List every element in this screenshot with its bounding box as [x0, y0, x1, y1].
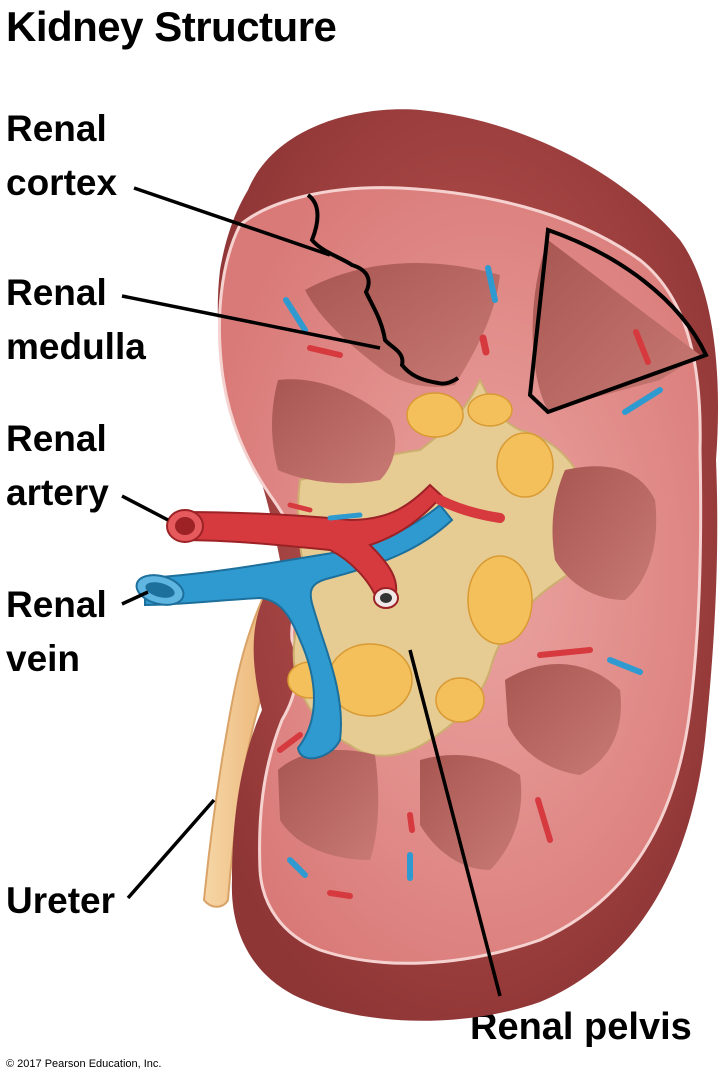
leader-line-ureter: [126, 798, 216, 900]
leader-line-medulla: [121, 294, 381, 350]
renal-artery-label: Renal artery: [6, 412, 109, 520]
renal-vein-label-line1: Renal: [6, 584, 107, 625]
renal-medulla-label-line1: Renal: [6, 272, 107, 313]
renal-medulla-label-line2: medulla: [6, 326, 146, 367]
leader-line-cortex: [133, 186, 331, 257]
cortex-bracket: [306, 193, 460, 386]
leader-line-pelvis: [408, 649, 502, 997]
leader-line-artery: [121, 494, 169, 522]
renal-sinus-fat: [287, 392, 554, 723]
renal-artery-label-line2: artery: [6, 472, 109, 513]
renal-pelvis-label: Renal pelvis: [470, 1006, 692, 1048]
kidney-illustration: [121, 109, 719, 1021]
renal-cortex-label-line2: cortex: [6, 162, 118, 203]
renal-vein-label-line2: vein: [6, 638, 81, 679]
leader-lines: [121, 186, 502, 997]
copyright-notice: © 2017 Pearson Education, Inc.: [6, 1058, 162, 1070]
renal-artery: [166, 483, 505, 609]
renal-artery-label-line1: Renal: [6, 418, 107, 459]
diagram-title: Kidney Structure: [6, 3, 337, 50]
cortical-vessels: [277, 265, 663, 899]
renal-lobe-outline: [527, 227, 709, 415]
renal-cortex-label: Renal cortex: [6, 102, 117, 210]
renal-cortex-label-line1: Renal: [6, 108, 107, 149]
renal-vein-label: Renal vein: [6, 578, 107, 686]
leader-line-vein: [121, 590, 149, 606]
ureter-label: Ureter: [6, 880, 115, 921]
renal-medulla-label: Renal medulla: [6, 266, 146, 374]
